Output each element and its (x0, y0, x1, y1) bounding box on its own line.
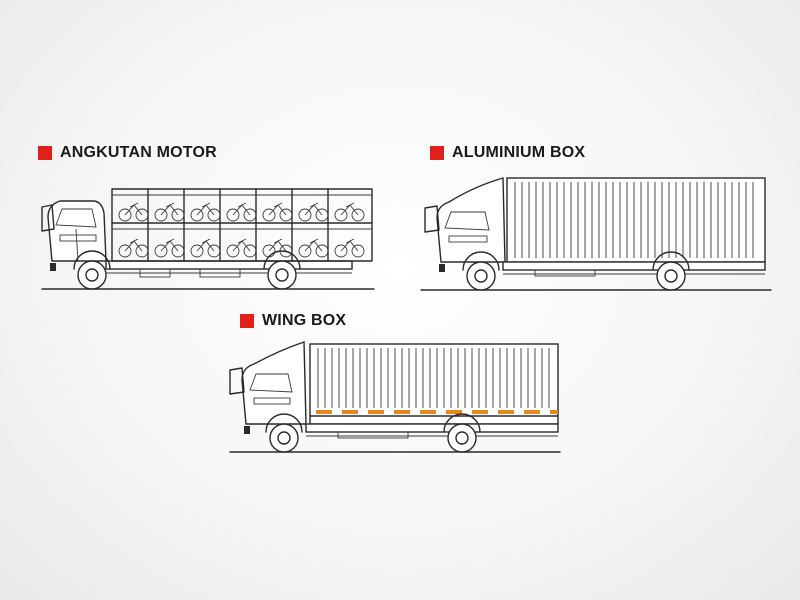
truck-wing-box (229, 341, 561, 453)
truck-cab (41, 200, 107, 271)
wheels (265, 413, 481, 453)
wheels (462, 251, 690, 291)
aluminium-box-body (506, 177, 766, 263)
truck-cab (424, 177, 506, 272)
red-square-icon (38, 146, 52, 160)
motorcycles (118, 202, 365, 258)
label-aluminium-box-text: ALUMINIUM BOX (452, 144, 586, 161)
red-square-icon (430, 146, 444, 160)
truck-aluminium-box (420, 177, 772, 291)
truck-cab (229, 341, 307, 434)
red-square-icon (240, 314, 254, 328)
truck-angkutan-motor (41, 188, 375, 290)
wheels (73, 250, 301, 290)
label-wing-box-text: WING BOX (262, 312, 347, 329)
label-wing-box: WING BOX (240, 312, 346, 330)
label-angkutan-motor: ANGKUTAN MOTOR (38, 144, 217, 162)
motorcycle-cage (111, 188, 373, 262)
label-aluminium-box: ALUMINIUM BOX (430, 144, 585, 162)
wing-box-body (309, 343, 559, 425)
label-angkutan-motor-text: ANGKUTAN MOTOR (60, 144, 217, 161)
